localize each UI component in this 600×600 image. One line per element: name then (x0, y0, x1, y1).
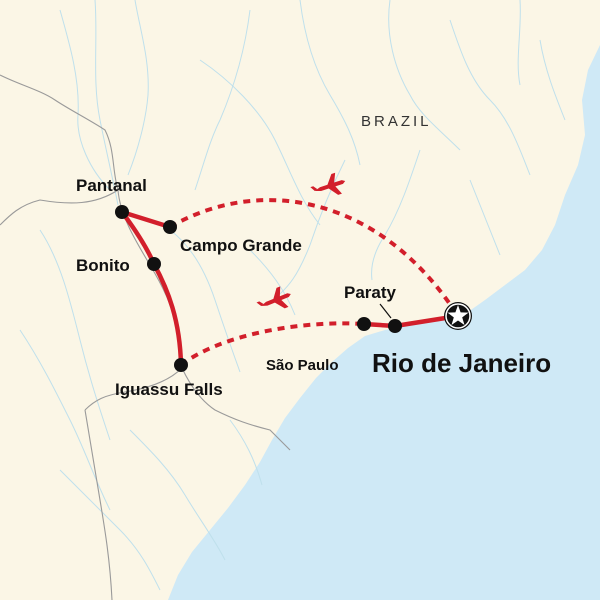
marker-bonito (147, 257, 161, 271)
flight-campo-grande-rio (169, 198, 460, 318)
label-rio-de-janeiro: Rio de Janeiro (372, 348, 551, 378)
flight-iguassu-sao-paulo (179, 321, 365, 367)
label-campo-grande: Campo Grande (180, 236, 302, 255)
label-bonito: Bonito (76, 256, 130, 275)
marker-iguassu-falls (174, 358, 188, 372)
airplane-icon (256, 286, 291, 309)
country-label: BRAZIL (361, 113, 432, 130)
place-markers (115, 205, 402, 372)
label-pantanal: Pantanal (76, 176, 147, 195)
flight-routes (169, 198, 460, 367)
route-pantanal-campo-grande (119, 209, 173, 230)
label-sao-paulo: São Paulo (266, 357, 339, 374)
marker-paraty (388, 319, 402, 333)
star-icon (444, 302, 472, 330)
airplane-icon (310, 172, 346, 195)
label-iguassu-falls: Iguassu Falls (115, 380, 223, 399)
label-paraty: Paraty (344, 283, 397, 302)
marker-pantanal (115, 205, 129, 219)
marker-campo-grande (163, 220, 177, 234)
paraty-leader-line (379, 303, 392, 319)
marker-sao-paulo (357, 317, 371, 331)
